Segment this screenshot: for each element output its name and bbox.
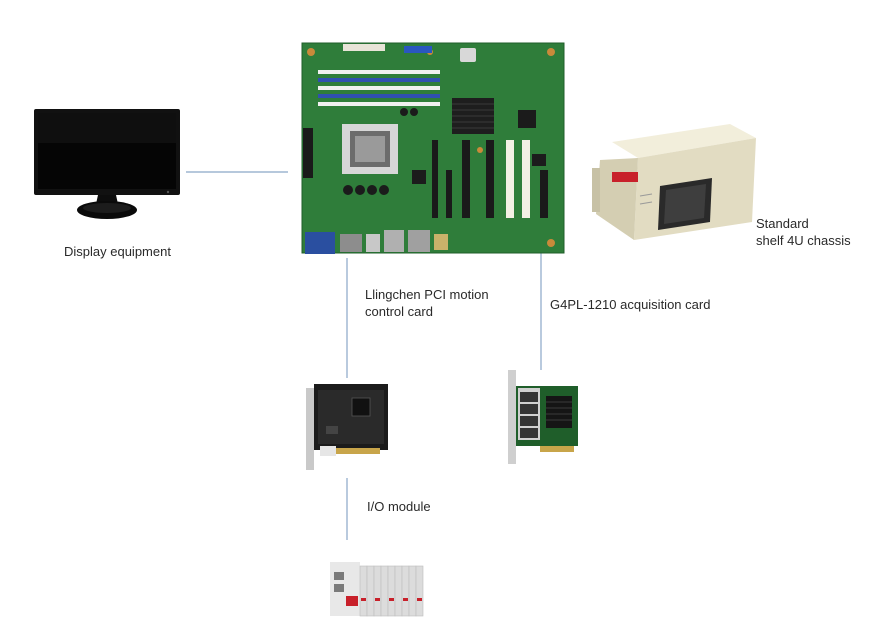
chassis-label-line2: shelf 4U chassis [756, 233, 851, 248]
pci-card-label-line1: Llingchen PCI motion [365, 287, 489, 302]
rack-chassis-icon [592, 124, 756, 240]
display-label: Display equipment [64, 244, 171, 259]
pci-card-icon [306, 384, 388, 470]
monitor-icon [34, 109, 180, 219]
connectors [186, 171, 542, 540]
pci-card-label: Llingchen PCI motion control card [365, 286, 489, 320]
pci-card-label-line2: control card [365, 304, 433, 319]
io-module-label: I/O module [367, 499, 431, 514]
chassis-label-line1: Standard [756, 216, 809, 231]
motherboard-icon [301, 42, 565, 254]
acquisition-card-label: G4PL-1210 acquisition card [550, 297, 711, 312]
pcie-card-icon [508, 370, 578, 464]
io-module-icon [330, 562, 424, 617]
chassis-label: Standard shelf 4U chassis [756, 215, 851, 249]
